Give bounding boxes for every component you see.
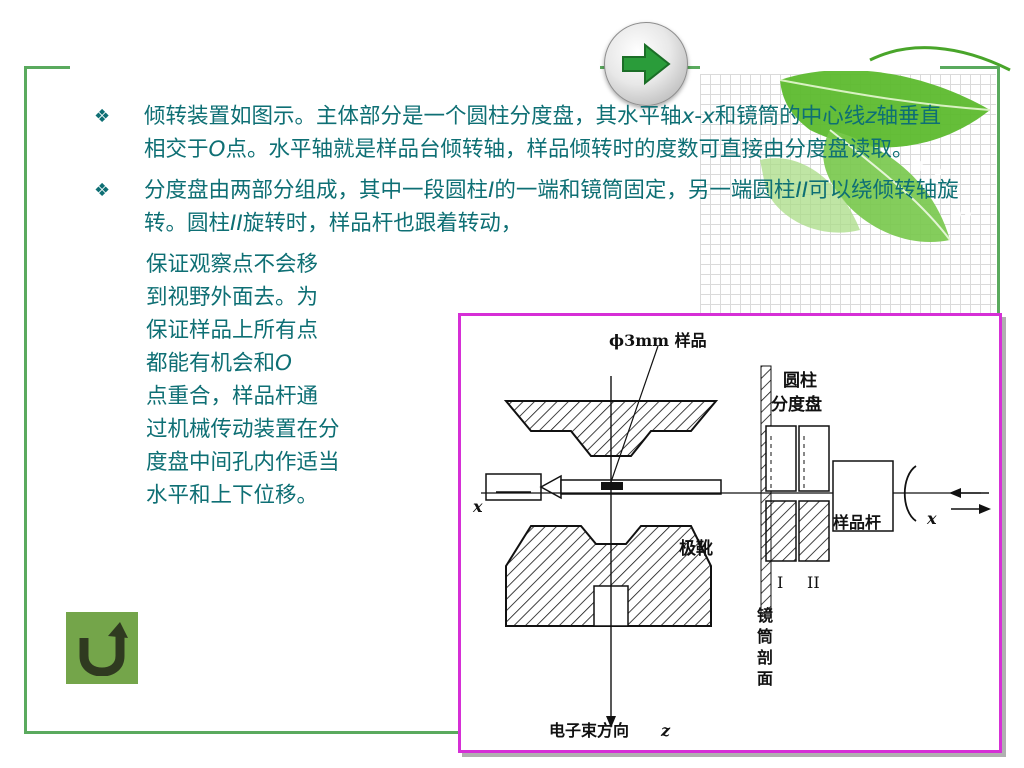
text-run-italic: z [865,104,877,129]
cylinder-I-label: I [777,573,783,592]
beam-direction-label: 电子束方向 [549,721,629,740]
bullet-marker-icon: ❖ [94,180,111,201]
continuation-text: 保证观察点不会移 到视野外面去。为 保证样品上所有点 都能有机会和O 点重合，样… [146,248,416,512]
text-line: 点重合，样品杆通 [146,384,319,409]
text-run: 轴垂直相交于 [144,104,942,162]
sample-label: ϕ3mm 样品 [609,331,707,350]
text-run-italic: O [275,351,292,376]
text-run: 都能有机会和 [146,351,276,376]
tube-label-2: 筒 [756,627,773,646]
text-run-italic: O [208,137,226,162]
text-run: 和镜筒的中心线 [714,104,866,129]
tube-label-1: 镜 [757,606,773,625]
text-line: 保证观察点不会移 [146,252,319,277]
diagram-drawing: ϕ3mm 样品 圆柱 分度盘 极靴 样品杆 x x I II 镜 筒 剖 面 电… [472,331,991,740]
text-line: 度盘中间孔内作适当 [146,450,340,475]
sample-rod-label: 样品杆 [833,513,881,532]
next-slide-button[interactable] [604,22,688,106]
text-line: 保证样品上所有点 [146,318,319,343]
tube-label-4: 面 [757,669,773,688]
tilt-stage-diagram: ϕ3mm 样品 圆柱 分度盘 极靴 样品杆 x x I II 镜 筒 剖 面 电… [458,313,1002,753]
text-run: 分度盘由两部分组成，其中一段圆柱 [144,178,489,203]
text-run-italic: II [795,178,809,203]
text-line: 都能有机会和O [146,347,416,380]
u-turn-arrow-icon [79,622,128,676]
x-axis-right-label: x [926,509,937,528]
leaves-decoration [760,46,1011,242]
text-run-italic: x-x [681,104,715,129]
dial-label-line2: 分度盘 [771,394,822,415]
z-axis-label: z [660,721,671,740]
text-run-italic: I [488,178,495,203]
text-run: 可以绕倾转轴旋转。圆柱 [144,178,959,236]
dial-label-line1: 圆柱 [783,370,817,391]
text-run: 的一端和镜筒固定，另一端圆柱 [494,178,796,203]
frame-gap [70,63,600,71]
text-line: 水平和上下位移。 [146,483,319,508]
frame-gap-right [700,63,940,71]
cylinder-II-label: II [807,573,820,592]
slide-text: ❖ 倾转装置如图示。主体部分是一个圆柱分度盘，其水平轴x-x和镜筒的中心线z轴垂… [94,100,974,512]
bullet-item: ❖ 分度盘由两部分组成，其中一段圆柱I的一端和镜筒固定，另一端圆柱II可以绕倾转… [94,174,974,240]
tube-label-3: 剖 [757,648,773,667]
text-run: 点。水平轴就是样品台倾转轴，样品倾转时的度数可直接由分度盘读取。 [225,137,914,162]
pole-piece-label: 极靴 [679,538,713,559]
bullet-text: 分度盘由两部分组成，其中一段圆柱I的一端和镜筒固定，另一端圆柱II可以绕倾转轴旋… [144,174,960,240]
text-line: 到视野外面去。为 [146,285,319,310]
x-axis-left-label: x [472,497,483,516]
right-arrow-icon [622,42,671,86]
return-button[interactable] [66,612,138,684]
bullet-text: 倾转装置如图示。主体部分是一个圆柱分度盘，其水平轴x-x和镜筒的中心线z轴垂直相… [144,100,960,166]
text-run: 旋转时，样品杆也跟着转动， [242,211,523,236]
text-run: 倾转装置如图示。主体部分是一个圆柱分度盘，其水平轴 [144,104,682,129]
text-line: 过机械传动装置在分 [146,417,340,442]
bullet-marker-icon: ❖ [94,106,111,127]
text-run-italic: II [230,211,243,236]
bullet-item: ❖ 倾转装置如图示。主体部分是一个圆柱分度盘，其水平轴x-x和镜筒的中心线z轴垂… [94,100,974,166]
